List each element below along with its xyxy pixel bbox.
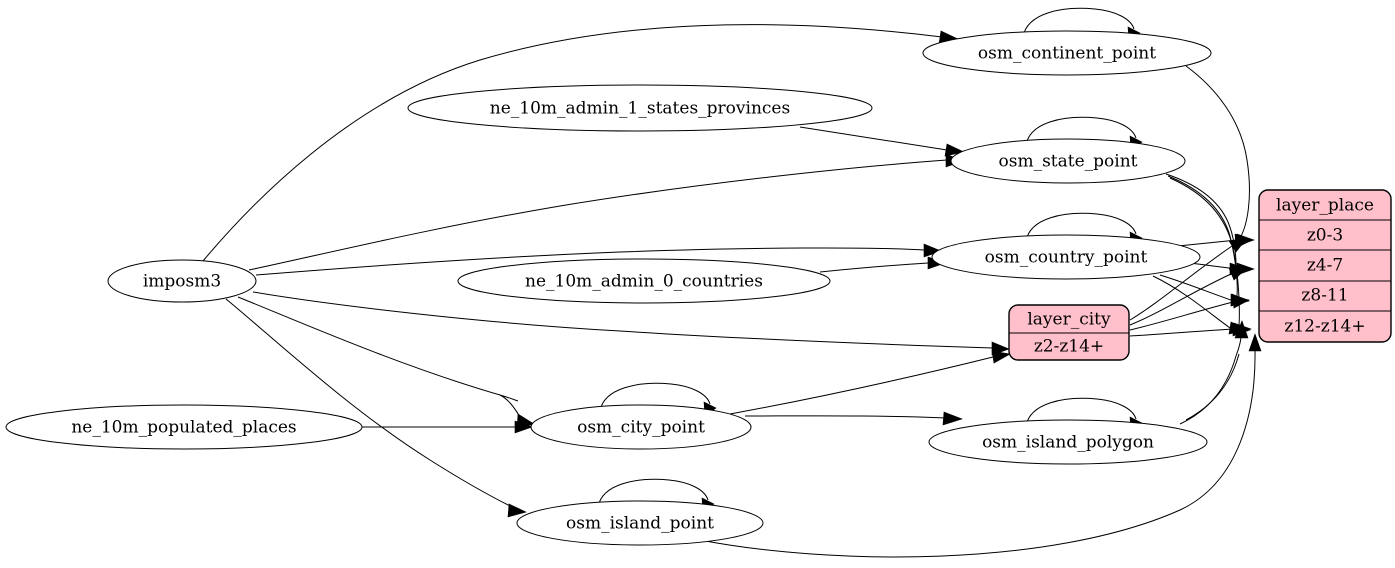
- edge-osm_country_point-to-layer_place-z12: [1152, 275, 1231, 329]
- node-osm_country_point[interactable]: osm_country_point: [931, 234, 1201, 280]
- layer_place-row-label-1: z4-7: [1307, 256, 1343, 276]
- edge-osm_state_point-to-layer_place-z4-7: [1165, 173, 1237, 266]
- arrowhead-icon: [942, 411, 963, 426]
- node-label-osm-continent-point: osm_continent_point: [978, 44, 1156, 64]
- node-label-ne-populated: ne_10m_populated_places: [71, 418, 296, 438]
- layer_city-row-z2[interactable]: [1009, 332, 1129, 360]
- nodes-layer: imposm3 ne_10m_admin_1_states_provinces …: [5, 30, 1212, 546]
- edge-osm_country_point-to-layer_place-z0-3: [1177, 239, 1238, 247]
- node-label-osm-island-polygon: osm_island_polygon: [982, 433, 1154, 453]
- arrowhead-icon: [1228, 237, 1248, 253]
- edge-osm_island_polygon-to-layer_place-z12-b: [1185, 353, 1240, 421]
- node-label-osm-city-point: osm_city_point: [577, 418, 705, 438]
- arrowhead-icon: [1228, 267, 1248, 281]
- edge-imposm3-to-osm_country_point: [255, 247, 926, 276]
- node-label-osm-country-point: osm_country_point: [985, 248, 1148, 268]
- arrowhead-icon: [1234, 320, 1249, 339]
- layer_place-title: layer_place: [1276, 196, 1374, 216]
- node-ne_10m_admin_1_states_provinces[interactable]: ne_10m_admin_1_states_provinces: [407, 84, 873, 132]
- layer_place-row-label-0: z0-3: [1307, 226, 1343, 246]
- layer_place-title-cell: [1259, 190, 1391, 221]
- edge-imposm3-to-osm_island_point: [225, 298, 513, 508]
- layer_place-row-label-2: z8-11: [1301, 286, 1348, 306]
- arrowhead-icon: [507, 503, 527, 518]
- node-label-ne-states: ne_10m_admin_1_states_provinces: [490, 99, 790, 119]
- node-label-ne-countries: ne_10m_admin_0_countries: [525, 272, 763, 292]
- edges-layer: [202, 7, 1262, 558]
- node-osm_continent_point[interactable]: osm_continent_point: [922, 30, 1212, 76]
- node-ne_10m_populated_places[interactable]: ne_10m_populated_places: [5, 404, 363, 450]
- arrowhead-icon: [514, 420, 533, 434]
- edge-imposm3-city-seg2: [499, 394, 521, 418]
- edge-osm_continent_point-to-layer_place-z0-3: [1185, 65, 1250, 239]
- node-osm_city_point[interactable]: osm_city_point: [530, 404, 752, 450]
- node-ne_10m_admin_0_countries[interactable]: ne_10m_admin_0_countries: [457, 258, 831, 304]
- edge-osm_island_point-to-layer_place-z12: [699, 349, 1256, 558]
- edge-layer_city-to-layer_place-z4-7: [1129, 273, 1232, 326]
- edge-imposm3-to-osm_continent_point: [202, 24, 943, 262]
- selfloop-osm_island_polygon: [1025, 397, 1137, 427]
- layer_place-row-z12[interactable]: [1259, 310, 1391, 342]
- selfloop-osm_state_point: [1025, 116, 1137, 146]
- edge-osm_city_point-to-osm_island_polygon: [744, 415, 947, 419]
- layer_place-row-label-3: z12-z14+: [1284, 317, 1365, 337]
- edge-ne_states-to-osm_state_point: [799, 126, 948, 151]
- edge-osm_island_polygon-to-layer_place-z12: [1179, 335, 1242, 425]
- layer_place-row-z8-11[interactable]: [1259, 280, 1391, 312]
- edge-osm_city_point-to-layer_city: [729, 356, 994, 415]
- node-label-imposm3: imposm3: [143, 272, 221, 292]
- node-imposm3[interactable]: imposm3: [107, 259, 257, 303]
- edge-osm_country_point-to-layer_place-z8-11: [1159, 274, 1232, 301]
- edge-ne_countries-to-osm_country_point: [819, 262, 929, 273]
- arrowhead-icon: [1248, 333, 1262, 352]
- node-layer_city[interactable]: layer_city z2-z14+: [1008, 304, 1130, 361]
- node-osm_island_point[interactable]: osm_island_point: [516, 500, 764, 546]
- selfloop-osm_continent_point: [1022, 7, 1135, 38]
- node-osm_island_polygon[interactable]: osm_island_polygon: [928, 419, 1208, 465]
- node-osm_state_point[interactable]: osm_state_point: [950, 138, 1186, 184]
- layer_place-outline: [1258, 189, 1392, 343]
- selfloop-osm_city_point: [599, 382, 711, 412]
- layer_city-row-label-0: z2-z14+: [1034, 337, 1104, 357]
- edge-layer_city-to-layer_place-z8-11: [1129, 301, 1234, 331]
- node-layer_place[interactable]: layer_place z0-3 z4-7 z8-11 z12-z14+: [1258, 189, 1392, 343]
- edge-layer_city-to-layer_place-z0-3: [1129, 245, 1233, 321]
- edge-osm_state_point-to-layer_place-z8-11: [1167, 175, 1238, 297]
- edge-imposm3-to-osm_state_point: [248, 159, 948, 271]
- arrowhead-icon: [1231, 295, 1250, 309]
- edge-layer_city-to-layer_place-z12: [1129, 328, 1235, 337]
- selfloop-osm_island_point: [597, 478, 709, 508]
- arrowhead-icon: [923, 243, 942, 258]
- node-label-osm-state-point: osm_state_point: [999, 152, 1138, 172]
- layer_city-title: layer_city: [1027, 310, 1111, 330]
- arrowhead-icon: [991, 350, 1011, 364]
- selfloop-osm_country_point: [1025, 212, 1137, 242]
- edge-imposm3-to-osm_city_point: [237, 296, 519, 402]
- layer_place-row-z4-7[interactable]: [1259, 249, 1391, 282]
- node-label-osm-island-point: osm_island_point: [566, 514, 714, 534]
- edge-imposm3-to-layer_city: [252, 291, 994, 349]
- layer_city-outline: [1008, 304, 1130, 361]
